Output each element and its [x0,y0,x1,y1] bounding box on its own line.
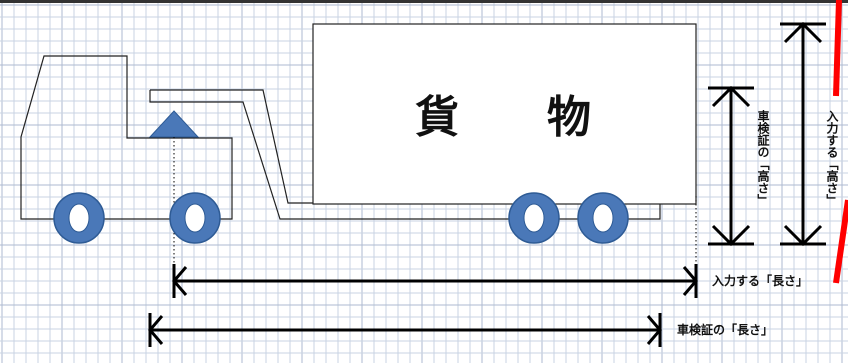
inspection-length-arrow [148,313,662,347]
input-length-label: 入力する「長さ」 [712,273,808,288]
inspection-height-arrow [708,85,754,247]
cargo-box [312,23,697,205]
coupler-triangle [148,110,200,138]
trailer-neck-top [150,89,313,204]
inspection-height-label: 車検証の「高さ」 [756,109,770,206]
wheel-middle [169,192,221,244]
wheel-rear-1 [508,192,560,244]
truck-cab [20,55,233,220]
inspection-length-label: 車検証の「長さ」 [677,322,773,337]
input-height-label: 入力する「高さ」 [825,110,839,206]
trailer-neck-bottom [149,90,661,220]
input-length-arrow [172,264,698,298]
emphasis-line-top [833,0,842,97]
emphasis-line-bottom [833,199,848,284]
wheel-rear-2 [577,192,629,244]
cargo-label: 貨 物 [415,92,591,143]
wheel-front [53,192,105,244]
top-border [0,0,848,3]
input-height-arrow [780,21,826,247]
